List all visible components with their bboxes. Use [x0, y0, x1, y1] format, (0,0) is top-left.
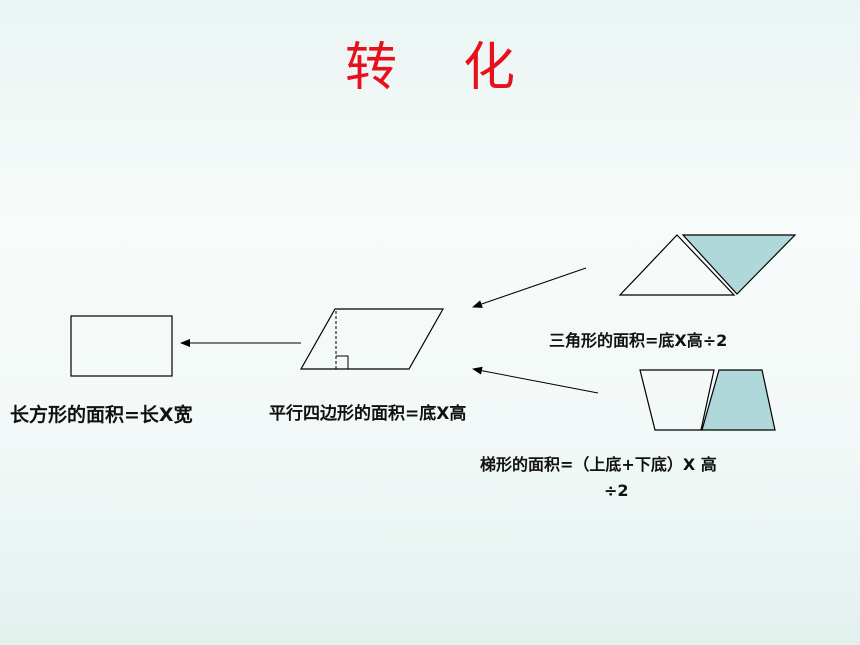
- arrow-from-trapezoid: [472, 366, 599, 394]
- trapezoids-shape: [639, 369, 776, 431]
- rectangle-shape: [70, 315, 173, 377]
- trapezoid-formula-line1: 梯形的面积=（上底+下底）X 高: [480, 455, 717, 474]
- triangle-area-formula: 三角形的面积=底X高÷2: [549, 331, 728, 350]
- parallelogram-shape: [299, 308, 445, 370]
- rectangle-area-formula: 长方形的面积=长X宽: [10, 404, 193, 426]
- page-title: 转 化: [344, 38, 516, 98]
- parallelogram-area-formula: 平行四边形的面积=底X高: [269, 404, 467, 424]
- triangles-shape: [618, 234, 797, 296]
- trapezoid-area-formula: 梯形的面积=（上底+下底）X 高 ÷2: [480, 452, 810, 503]
- trapezoid-formula-line2: ÷2: [604, 480, 629, 500]
- arrow-from-triangle: [472, 267, 587, 308]
